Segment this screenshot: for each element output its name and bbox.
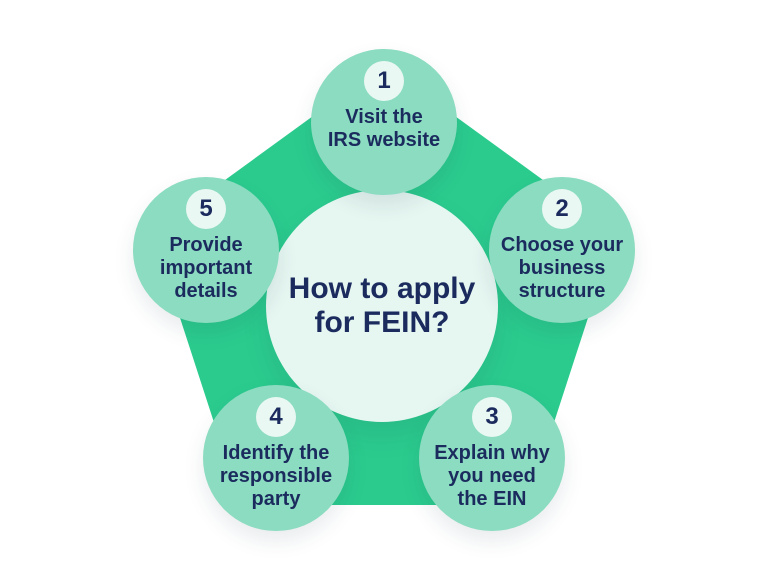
step-number-5: 5 <box>199 195 213 222</box>
step-number-4: 4 <box>269 403 283 430</box>
step-number-badge-5: 5 <box>186 189 226 229</box>
diagram-title: How to apply for FEIN? <box>288 272 476 339</box>
step-number-1: 1 <box>377 67 391 94</box>
step-label-2: Choose your business structure <box>500 234 624 302</box>
step-circle-2: 2 Choose your business structure <box>489 177 635 323</box>
center-circle: How to apply for FEIN? <box>266 190 498 422</box>
step-label-3: Explain why you need the EIN <box>434 442 550 510</box>
step-number-badge-4: 4 <box>256 397 296 437</box>
step-number-badge-2: 2 <box>542 189 582 229</box>
step-number-3: 3 <box>485 403 499 430</box>
step-label-5: Provide important details <box>159 234 253 302</box>
step-number-badge-3: 3 <box>472 397 512 437</box>
step-label-1: Visit the IRS website <box>327 106 441 151</box>
step-circle-3: 3 Explain why you need the EIN <box>419 385 565 531</box>
step-circle-4: 4 Identify the responsible party <box>203 385 349 531</box>
step-circle-5: 5 Provide important details <box>133 177 279 323</box>
step-circle-1: 1 Visit the IRS website <box>311 49 457 195</box>
step-label-4: Identify the responsible party <box>219 442 333 510</box>
step-number-2: 2 <box>555 195 569 222</box>
step-number-badge-1: 1 <box>364 61 404 101</box>
